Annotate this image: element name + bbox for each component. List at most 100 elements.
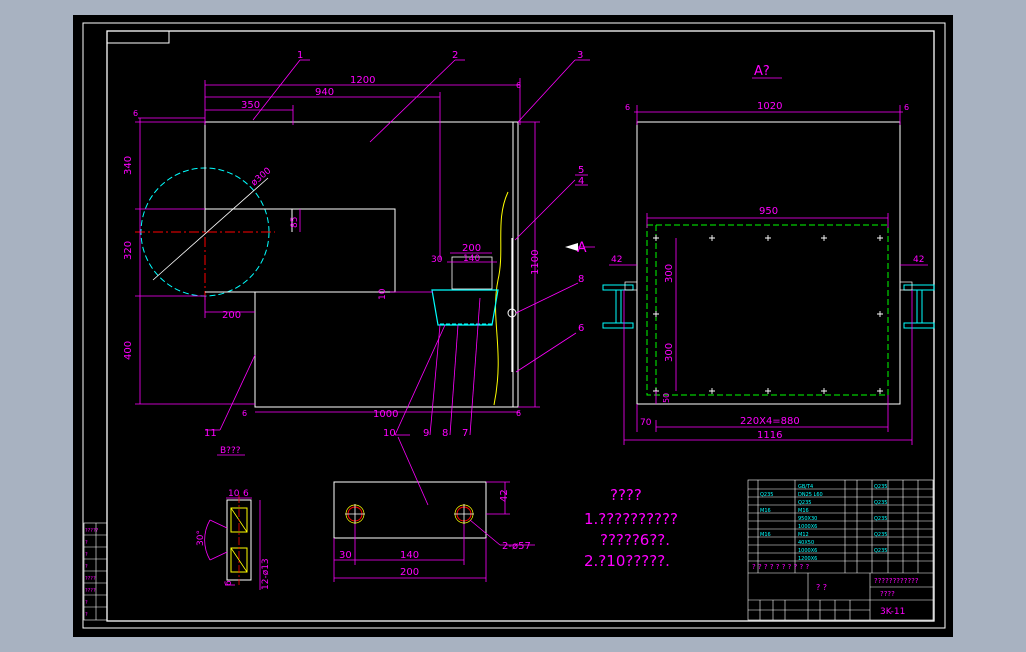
dimension-lines [135,59,595,456]
dim-320: 320 [123,241,134,260]
i-beam-right-icon [903,284,935,329]
title-company: ???????????? [874,577,919,585]
part-no-9: 9 [423,428,429,439]
title-misc: ? ? [816,583,827,592]
view-a-hidden-frame [646,224,889,396]
dim-200: 200 [222,310,241,321]
dim-50: 50 [662,393,671,403]
part-no-6: 6 [578,323,584,334]
dim-1200: 1200 [350,75,375,86]
svg-text:M16: M16 [760,508,771,514]
part-no-8b: 8 [442,428,448,439]
strip-label-3: ? [85,564,88,570]
dim-1100: 1100 [530,250,541,275]
title-name: ???? [880,590,895,598]
svg-text:1000X6: 1000X6 [798,524,817,530]
dim-70: 70 [640,418,652,428]
strip-label-7: ? [85,612,88,618]
dim-sec-6b: 6 [224,580,234,586]
view-a-title: A? [754,64,770,79]
svg-text:DN25 L60: DN25 L60 [798,492,823,498]
title-drawing-no: 3K-11 [880,607,905,617]
arrow-a-icon [565,243,578,251]
dim-6-e: 6 [625,103,630,112]
part-no-7: 7 [462,428,468,439]
dim-sec-6: 6 [243,489,249,499]
technical-notes: ???? 1.?????????? ?????6??. 2.?10?????. [584,486,678,570]
dim-plate-42: 42 [499,489,510,502]
notes-line-2: ?????6??. [600,531,670,549]
i-beam-left-icon [602,284,634,329]
part-10-profile [431,289,499,326]
dim-10: 10 [378,288,388,300]
dim-6-f: 6 [904,103,909,112]
view-a: A? 1020 6 6 950 42 42 300 300 50 70 220X… [602,64,935,445]
dim-plate-140: 140 [400,550,419,561]
strip-label-1: ? [85,540,88,546]
svg-text:Q235: Q235 [760,492,773,498]
dim-1000: 1000 [373,409,398,420]
part-no-11: 11 [204,428,217,439]
section-label-b: B??? [220,446,241,456]
plate-thickness [512,121,519,408]
left-strip [83,522,108,621]
svg-text:Q235: Q235 [874,516,887,522]
part-no-8a: 8 [578,274,584,285]
dim-300-b: 300 [664,343,675,362]
svg-text:M16: M16 [760,532,771,538]
dim-sec-holes: 12-ø13 [261,558,271,590]
title-scale-row: ? ? ? ? ? ? ? ? ? ? [752,563,809,571]
section-b: 10 6 30° 6 12-ø13 [196,489,271,590]
dim-300-a: 300 [664,264,675,283]
dim-6-a: 6 [133,109,138,118]
dim-1020: 1020 [757,101,782,112]
dim-6-b: 6 [516,81,521,90]
dim-42-left: 42 [611,255,622,265]
strip-label-5: ???? [85,588,96,594]
svg-text:950X30: 950X30 [798,516,817,522]
dim-950: 950 [759,206,778,217]
dim-sec-30deg: 30° [196,530,206,546]
strip-label-6: ? [85,600,88,606]
dim-200-small: 200 [462,243,481,254]
dim-140-small: 140 [463,254,480,264]
break-line [493,191,509,406]
notes-line-1: 1.?????????? [584,510,678,528]
strip-label-0: ????? [85,528,99,534]
svg-text:M12: M12 [798,532,809,538]
dim-1116: 1116 [757,430,782,441]
svg-text:Q235: Q235 [874,484,887,490]
dim-6-d: 6 [516,409,521,418]
part-no-3: 3 [577,50,583,61]
arrow-label-a: A [577,240,587,256]
dim-85: 85 [290,217,300,228]
svg-text:1000X6: 1000X6 [798,548,817,554]
dim-220x4: 220X4=880 [740,416,800,427]
dim-plate-30: 30 [339,550,352,561]
svg-text:40X50: 40X50 [798,540,814,546]
part-no-10: 10 [383,428,396,439]
svg-text:Q235: Q235 [874,548,887,554]
notes-title: ???? [610,486,642,504]
strip-label-4: ???? [85,576,96,582]
strip-label-2: ? [85,552,88,558]
view-a-outline [636,121,901,405]
svg-text:Q235: Q235 [874,532,887,538]
dim-340: 340 [123,156,134,175]
dim-6-c: 6 [242,409,247,418]
corner-label-box [106,30,170,44]
svg-text:M16: M16 [798,508,809,514]
svg-text:Q235: Q235 [874,500,887,506]
plate-outline [333,481,487,539]
diameter-leader [152,177,269,281]
part-no-4: 4 [578,176,584,187]
dim-350: 350 [241,100,260,111]
dim-sec-10: 10 [228,489,240,499]
part-no-1: 1 [297,50,303,61]
part-no-2: 2 [452,50,458,61]
plate-detail: 42 30 140 200 2-ø57 [333,436,535,582]
dim-30-small: 30 [431,255,443,265]
dim-400: 400 [123,341,134,360]
dim-42-right: 42 [913,255,924,265]
